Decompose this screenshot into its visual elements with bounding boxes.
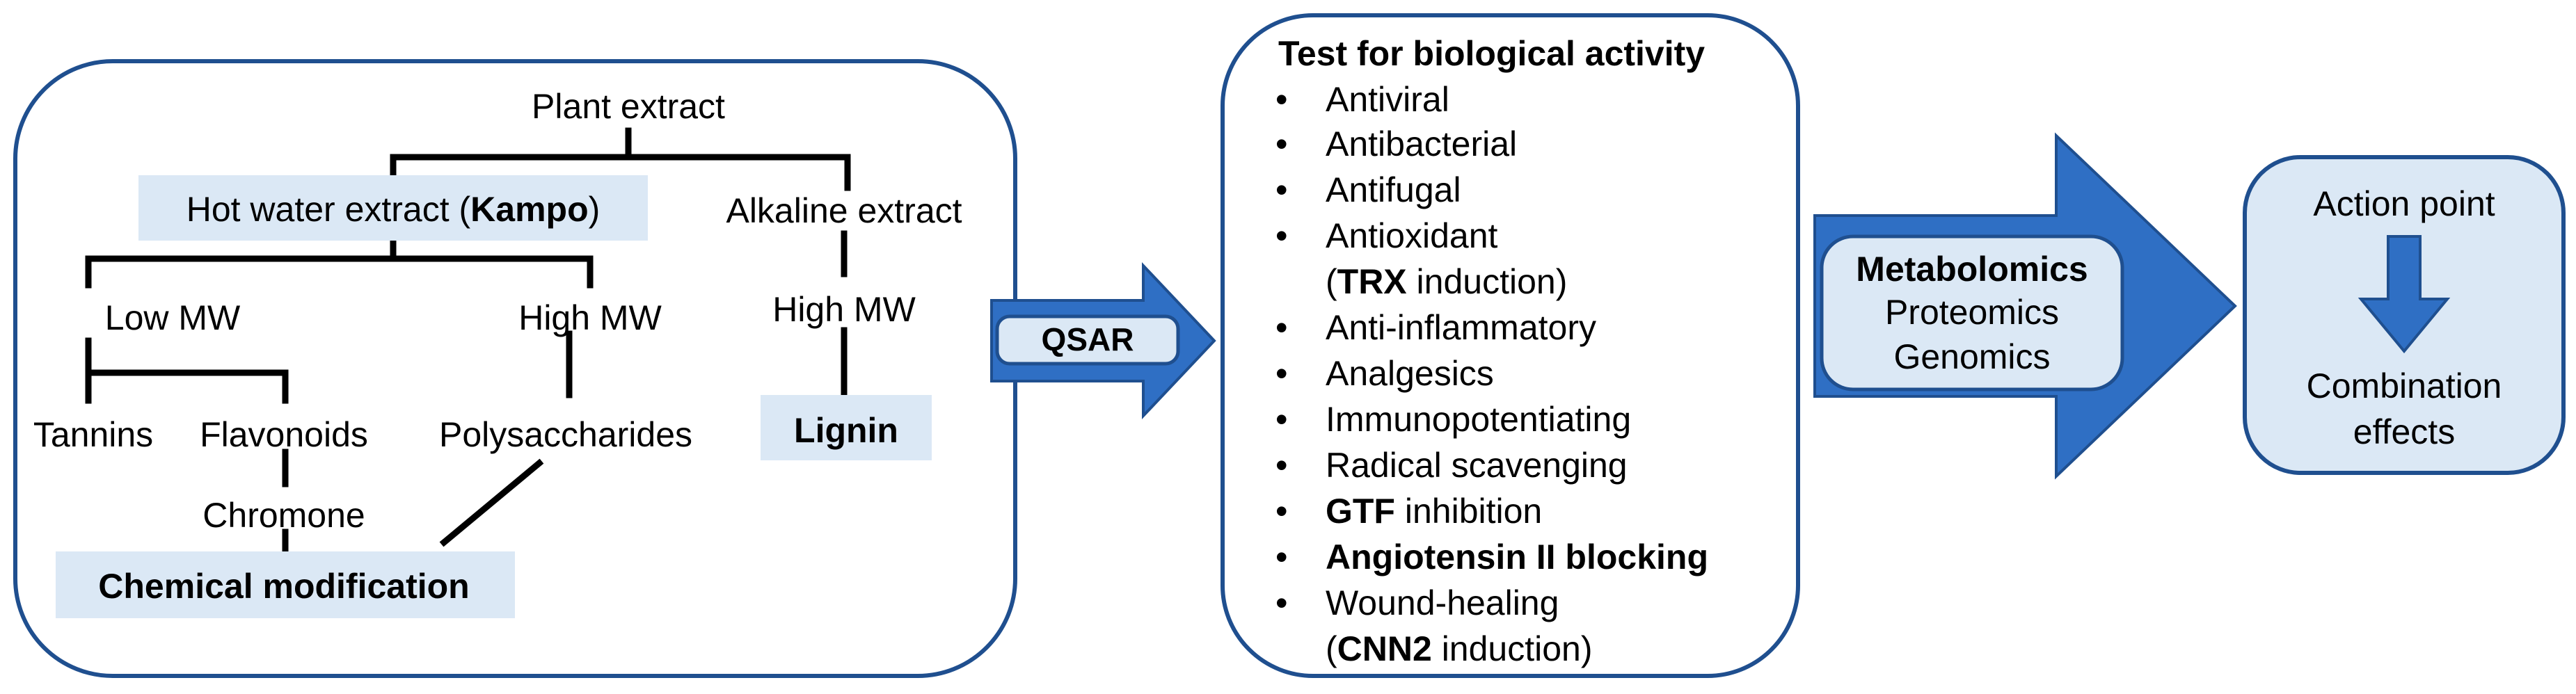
bullet-icon: •: [1275, 308, 1288, 347]
combination-label: Combination: [2306, 366, 2502, 405]
bullet-icon: •: [1275, 80, 1288, 119]
activity-item: Anti-inflammatory: [1326, 308, 1596, 347]
high-mw-label-2: High MW: [772, 290, 916, 329]
induction-text: induction): [1431, 629, 1593, 668]
activity-item: Angiotensin II blocking: [1326, 538, 1708, 576]
hot-water-prefix: Hot water extract (: [186, 190, 471, 229]
activity-item: Antiviral: [1326, 80, 1449, 119]
activity-item: Antibacterial: [1326, 124, 1518, 163]
hot-water-extract-label: Hot water extract (Kampo): [186, 192, 601, 227]
bullet-icon: •: [1275, 446, 1288, 485]
genomics-label: Genomics: [1893, 337, 2051, 376]
kampo-bold: Kampo: [470, 190, 589, 229]
bullet-icon: •: [1275, 216, 1288, 255]
paren-open: (: [1326, 262, 1337, 301]
induction-text: induction): [1406, 262, 1568, 301]
bullet-icon: •: [1275, 354, 1288, 393]
biological-activity-title: Test for biological activity: [1278, 34, 1706, 73]
lignin-highlight: [761, 395, 932, 460]
chromone-label: Chromone: [202, 496, 365, 535]
plant-extract-label: Plant extract: [532, 87, 725, 126]
omics-label-box: [1820, 234, 2124, 392]
activity-item: Wound-healing: [1326, 583, 1559, 622]
hot-water-suffix: ): [588, 190, 601, 229]
activity-item: GTF inhibition: [1326, 494, 1542, 528]
activity-item-continuation: (TRX induction): [1326, 264, 1567, 299]
low-mw-label: Low MW: [104, 298, 241, 337]
activity-item: Analgesics: [1326, 354, 1494, 393]
bullet-icon: •: [1275, 170, 1288, 209]
effects-label: effects: [2353, 412, 2456, 451]
chemical-modification-label: Chemical modification: [98, 567, 470, 606]
activity-item-continuation: (CNN2 induction): [1326, 631, 1593, 666]
metabolomics-label: Metabolomics: [1856, 250, 2088, 289]
high-mw-label-1: High MW: [518, 298, 662, 337]
bullet-icon: •: [1275, 583, 1288, 622]
activity-item: Antifugal: [1326, 170, 1461, 209]
bullet-icon: •: [1275, 492, 1288, 531]
cnn2-bold: CNN2: [1337, 629, 1432, 668]
inhibition-text: inhibition: [1394, 492, 1543, 531]
paren-open: (: [1326, 629, 1337, 668]
activity-item: Immunopotentiating: [1326, 400, 1632, 439]
activity-item: Antioxidant: [1326, 216, 1498, 255]
tannins-label: Tannins: [33, 415, 154, 454]
proteomics-label: Proteomics: [1884, 293, 2060, 332]
down-arrow: [2358, 235, 2451, 354]
chemical-modification-highlight: [56, 551, 515, 618]
bullet-icon: •: [1275, 400, 1288, 439]
action-point-label: Action point: [2313, 184, 2495, 223]
gtf-bold: GTF: [1326, 492, 1395, 531]
tree-lines: [85, 127, 851, 555]
middle-panel: [1221, 13, 1800, 678]
flavonoids-label: Flavonoids: [200, 415, 368, 454]
alkaline-extract-label: Alkaline extract: [726, 191, 962, 230]
bullet-icon: •: [1275, 124, 1288, 163]
activity-item: Radical scavenging: [1326, 446, 1628, 485]
bullet-icon: •: [1275, 538, 1288, 576]
lignin-label: Lignin: [794, 411, 898, 450]
qsar-label: QSAR: [1041, 321, 1134, 357]
polysaccharides-label: Polysaccharides: [438, 415, 693, 454]
qsar-label-box: [995, 314, 1180, 366]
hot-water-highlight: [138, 175, 648, 241]
trx-bold: TRX: [1337, 262, 1407, 301]
